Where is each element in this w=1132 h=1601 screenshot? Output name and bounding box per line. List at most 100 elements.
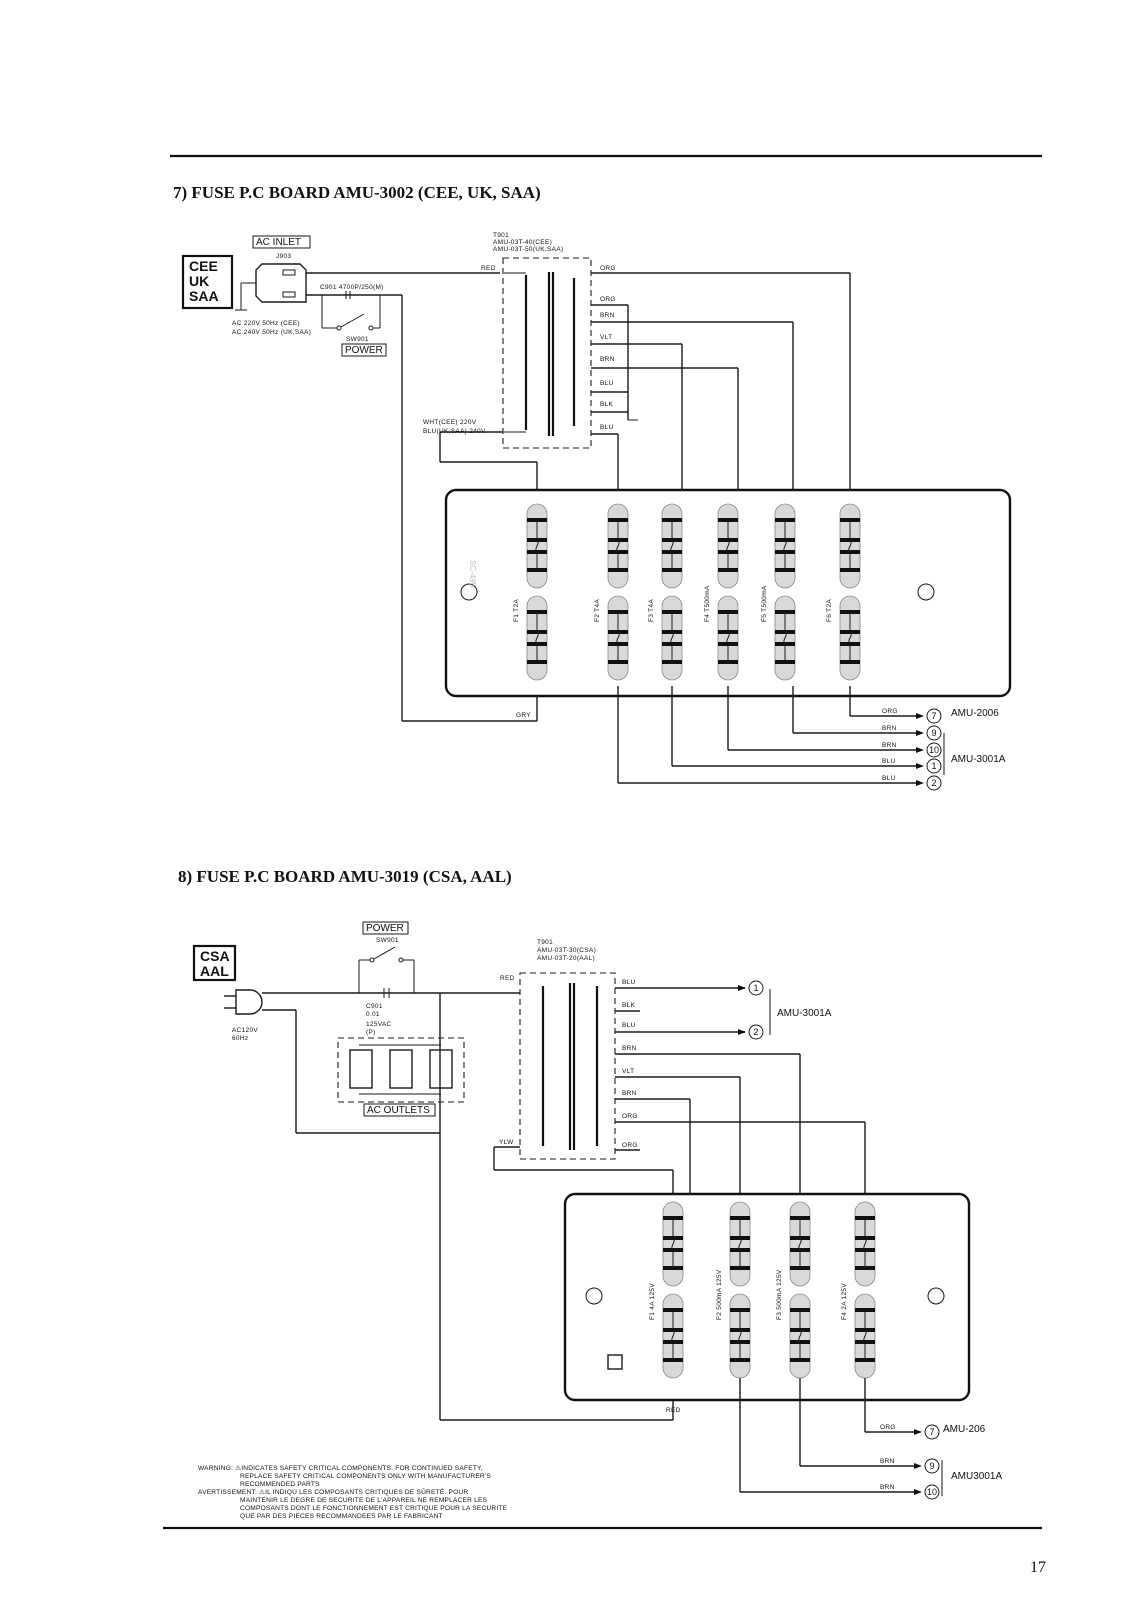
output-wire-label: BRN bbox=[880, 1484, 895, 1491]
fuse-holder-f1: F1 T2A bbox=[513, 502, 549, 682]
section7-taps: ORG ORG BRN VLT BRN BLU BLK BLU bbox=[600, 265, 616, 431]
pin-number: 10 bbox=[927, 1487, 937, 1497]
c901-8-val: 0.01 bbox=[366, 1011, 380, 1018]
page-number: 17 bbox=[1030, 1559, 1046, 1576]
60hz-label: 60Hz bbox=[232, 1035, 248, 1042]
ac120v-label: AC120V bbox=[232, 1027, 258, 1034]
tap8-8: ORG bbox=[622, 1142, 638, 1149]
tap8-5: VLT bbox=[622, 1068, 634, 1075]
warning-line-3: RECOMMENDED PARTS bbox=[240, 1481, 320, 1488]
switch-contact-a bbox=[336, 325, 342, 331]
dest-top-amu-3001a: AMU-3001A bbox=[777, 1008, 832, 1019]
mount-hole-8-right bbox=[927, 1287, 945, 1305]
dest-amu-2006: AMU-2006 bbox=[951, 708, 999, 719]
dest-amu-206: AMU-206 bbox=[943, 1424, 986, 1435]
fuse-label-f4: F4 2A 125V bbox=[841, 1283, 848, 1320]
tap8-2: BLK bbox=[622, 1002, 636, 1009]
output-wire-label: BRN bbox=[882, 742, 897, 749]
fuse-holder-f4: F4 T500mA bbox=[704, 502, 740, 682]
t901-8-label: T901 bbox=[537, 939, 553, 946]
mount-hole-left bbox=[460, 583, 478, 601]
tap-6: BLU bbox=[600, 380, 614, 387]
fuse-label-f1: F1 4A 125V bbox=[649, 1283, 656, 1320]
section7-title: 7) FUSE P.C BOARD AMU-3002 (CEE, UK, SAA… bbox=[173, 183, 541, 202]
output-wire-label: BRN bbox=[882, 725, 897, 732]
fuse-label-f2: F2 T4A bbox=[594, 599, 601, 622]
region-uk: UK bbox=[189, 273, 209, 289]
outlet-3 bbox=[429, 1049, 453, 1089]
sw901-label: SW901 bbox=[346, 336, 369, 343]
tap-7: BLK bbox=[600, 401, 614, 408]
ac-inlet-box bbox=[252, 235, 311, 249]
outlet-2 bbox=[389, 1049, 413, 1089]
fuse-holder-f3: F3 500mA 125V bbox=[776, 1200, 812, 1380]
pin-number: 10 bbox=[929, 745, 939, 755]
ac-outlets-label: AC OUTLETS bbox=[367, 1105, 430, 1116]
t901-model-cee: AMU-03T-40(CEE) bbox=[493, 239, 552, 246]
ac-inlet-connector bbox=[255, 263, 307, 303]
mount-hole-right bbox=[917, 583, 935, 601]
output-pin-1: 1 bbox=[738, 980, 764, 996]
fuse-label-f3: F3 500mA 125V bbox=[776, 1269, 783, 1320]
t901-outline bbox=[502, 257, 592, 449]
output-wire-label: BRN bbox=[880, 1458, 895, 1465]
dest-amu3001a: AMU3001A bbox=[951, 1471, 1002, 1482]
tap-4: VLT bbox=[600, 334, 612, 341]
section8-fuses: F1 4A 125V F2 500mA 125V F3 500mA 125V F4 2… bbox=[649, 1200, 877, 1380]
ac-line-2: AC 240V 50Hz (UK,SAA) bbox=[232, 329, 311, 336]
tap8-4: BRN bbox=[622, 1045, 637, 1052]
outlet-1 bbox=[349, 1049, 373, 1089]
section7-region-box bbox=[181, 254, 234, 310]
output-pin-10: 10 BRN bbox=[739, 1378, 940, 1500]
sw8-contact-a bbox=[369, 957, 375, 963]
section8-title: 8) FUSE P.C BOARD AMU-3019 (CSA, AAL) bbox=[178, 867, 512, 886]
tap-2: ORG bbox=[600, 296, 616, 303]
section8-top-outputs: 12 bbox=[738, 980, 764, 1040]
c901-8-type: (P) bbox=[366, 1029, 376, 1036]
fuse-label-f4: F4 T500mA bbox=[704, 585, 711, 622]
t901-label: T901 bbox=[493, 232, 509, 239]
tap8-6: BRN bbox=[622, 1090, 637, 1097]
region-aal: AAL bbox=[200, 963, 229, 979]
t901-8-outline bbox=[519, 972, 616, 1160]
fuse-holder-f5: F5 T500mA bbox=[761, 502, 797, 682]
pin-number: 2 bbox=[931, 778, 936, 788]
fuse-holder-f2: F2 500mA 125V bbox=[716, 1200, 752, 1380]
output-wire-label: ORG bbox=[880, 1424, 896, 1431]
primary-ylw-8: YLW bbox=[499, 1139, 514, 1146]
c901-8-volt: 125VAC bbox=[366, 1021, 392, 1028]
pin-number: 9 bbox=[929, 1461, 934, 1471]
board-print-left: SC-495 bbox=[468, 560, 477, 588]
tap-3: BRN bbox=[600, 312, 615, 319]
inlet-pin-bottom bbox=[282, 291, 296, 298]
output-wire-label: BLU bbox=[882, 775, 896, 782]
ac-inlet-label: AC INLET bbox=[256, 237, 301, 248]
warning-line-4: AVERTISSEMENT: ⚠IL INDIQU LES COMPOSANTS… bbox=[198, 1487, 468, 1496]
pin-number: 2 bbox=[753, 1027, 758, 1037]
t901-model-uk: AMU-03T-50(UK,SAA) bbox=[493, 246, 563, 253]
output-pin-10: 10 BRN bbox=[727, 686, 942, 758]
warning-line-6: COMPOSANTS DONT LE FONCTIONNEMENT EST CR… bbox=[240, 1505, 508, 1512]
dest-amu-3001a: AMU-3001A bbox=[951, 754, 1006, 765]
section7-fuses: F1 T2A F2 T4A F3 T4A F4 T500mA F5 T500mA F6 T… bbox=[513, 502, 862, 682]
fuse-holder-f6: F6 T2A bbox=[826, 502, 862, 682]
fuse-label-f3: F3 T4A bbox=[648, 599, 655, 622]
pin-number: 7 bbox=[931, 711, 936, 721]
fuse-label-f2: F2 500mA 125V bbox=[716, 1269, 723, 1320]
fuse-label-f6: F6 T2A bbox=[826, 599, 833, 622]
warning-line-7: QUE PAR DES PIECES RECOMMANDEES PAR LE F… bbox=[240, 1513, 443, 1520]
pin-number: 1 bbox=[931, 761, 936, 771]
power-box bbox=[341, 343, 387, 357]
sw8-blade bbox=[373, 946, 396, 960]
sw901-label-8: SW901 bbox=[376, 937, 399, 944]
section8-region-box bbox=[192, 944, 237, 982]
pin-number: 9 bbox=[931, 728, 936, 738]
board-amu-3019 bbox=[563, 1192, 971, 1402]
switch-blade bbox=[340, 313, 365, 328]
tap8-7: ORG bbox=[622, 1113, 638, 1120]
gry-label: GRY bbox=[516, 712, 531, 719]
